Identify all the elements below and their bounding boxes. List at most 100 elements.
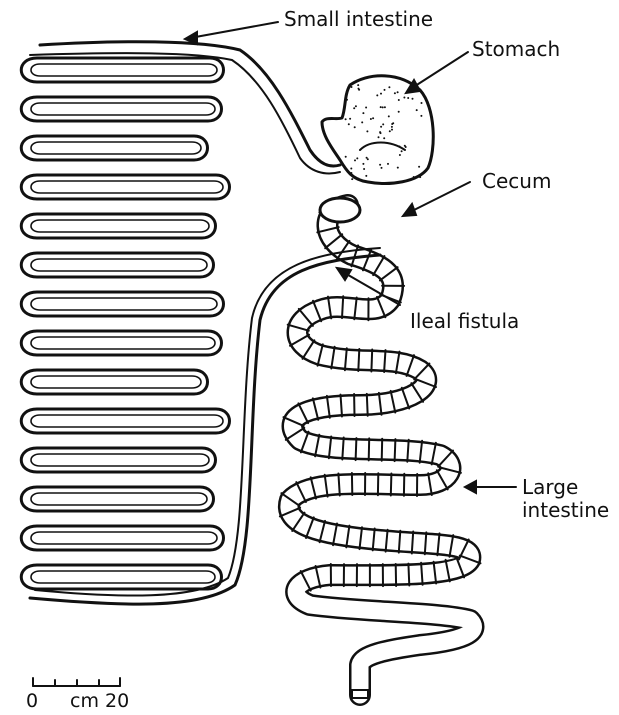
stomach-dot: [366, 130, 368, 132]
coil-loop-inner: [31, 298, 217, 310]
stomach-dot: [391, 126, 393, 128]
stomach-dot: [346, 99, 348, 101]
haustra-segment: [412, 532, 413, 554]
coil-loop-inner: [31, 142, 201, 154]
stomach-dot: [403, 97, 405, 99]
stomach-dot: [379, 164, 381, 166]
coil-loop-inner: [31, 532, 217, 544]
stomach-dot: [380, 126, 382, 128]
rectum-end: [352, 690, 368, 698]
stomach-dot: [351, 178, 353, 180]
haustra-segment: [358, 349, 359, 371]
haustra-segment: [342, 296, 343, 318]
stomach-dot: [392, 122, 394, 124]
stomach-dot: [358, 178, 360, 180]
coil-loop: [21, 253, 213, 277]
stomach-dot: [420, 115, 422, 117]
stomach-dot: [362, 163, 364, 165]
stomach-dot: [361, 121, 363, 123]
stomach-dot: [381, 167, 383, 169]
label-stomach: Stomach: [472, 38, 560, 60]
coil-loop: [21, 409, 229, 433]
stomach-dot: [416, 109, 418, 111]
stomach-dot: [387, 163, 389, 165]
haustra-segment: [367, 394, 368, 416]
coil-loop: [21, 214, 215, 238]
label-small-intestine: Small intestine: [284, 8, 433, 30]
stomach-dot: [397, 91, 399, 93]
stomach-dot: [407, 97, 409, 99]
stomach-dot: [356, 157, 358, 159]
coil-loop: [21, 136, 207, 160]
stomach-dot: [413, 176, 415, 178]
stomach-dot: [357, 84, 359, 86]
scale-bar: [33, 678, 120, 686]
stomach-dot: [401, 150, 403, 152]
stomach-dot: [389, 130, 391, 132]
stomach-dot: [398, 111, 400, 113]
coil-loop-inner: [31, 493, 207, 505]
haustra-segment: [371, 350, 372, 372]
stomach-dot: [399, 154, 401, 156]
haustra-segment: [356, 438, 357, 460]
stomach-dot: [355, 105, 357, 107]
stomach-dot: [404, 145, 406, 147]
stomach-dot: [380, 106, 382, 108]
coil-loop-inner: [31, 454, 209, 466]
coil-loop: [21, 292, 223, 316]
cecum-shape: [320, 198, 360, 222]
coil-loop-inner: [31, 220, 209, 232]
coil-loop-inner: [31, 337, 215, 349]
stomach-dot: [380, 93, 382, 95]
stomach-dot: [372, 117, 374, 119]
haustra-segment: [384, 350, 385, 372]
stomach-dot: [354, 126, 356, 128]
stomach-dot: [388, 86, 390, 88]
stomach-dot: [351, 86, 353, 88]
stomach-dot: [350, 172, 352, 174]
stomach-dot: [419, 176, 421, 178]
stomach-dot: [349, 118, 351, 120]
stomach-dot: [362, 112, 364, 114]
stomach-dot: [394, 92, 396, 94]
haustra-segment: [382, 439, 383, 461]
stomach-dot: [398, 99, 400, 101]
stomach-dot: [348, 123, 350, 125]
coil-loop-inner: [31, 376, 201, 388]
coil-loop: [21, 97, 221, 121]
haustra-segment: [342, 438, 343, 460]
coil-loop-inner: [31, 64, 217, 76]
coil-loop: [21, 565, 221, 589]
scale-start-label: 0: [26, 690, 38, 712]
coil-loop: [21, 370, 207, 394]
stomach-dot: [384, 106, 386, 108]
coil-loop-inner: [31, 571, 215, 583]
stomach-dot: [384, 89, 386, 91]
label-ileal-fistula: Ileal fistula: [410, 310, 519, 332]
stomach-dot: [350, 168, 352, 170]
stomach-dot: [363, 168, 365, 170]
label-cecum: Cecum: [482, 170, 551, 192]
haustra-segment: [369, 438, 370, 460]
stomach-dot: [421, 102, 423, 104]
stomach-dot: [345, 156, 347, 158]
stomach-dot: [391, 129, 393, 131]
stomach-dot: [379, 131, 381, 133]
coil-loop-inner: [31, 181, 223, 193]
coil-loop: [21, 487, 213, 511]
stomach-dot: [366, 157, 368, 159]
stomach-dot: [418, 166, 420, 168]
stomach-dot: [358, 88, 360, 90]
coil-loop: [21, 58, 223, 82]
stomach-dot: [345, 118, 347, 120]
scale-end-label: cm 20: [70, 690, 129, 712]
coil-loop-inner: [31, 259, 207, 271]
coil-loop: [21, 331, 221, 355]
stomach-dot: [365, 107, 367, 109]
coil-loop-inner: [31, 103, 215, 115]
haustra-segment: [407, 440, 408, 462]
stomach-dot: [378, 136, 380, 138]
stomach-dot: [388, 115, 390, 117]
small-intestine-upper-tube-inner: [30, 53, 340, 173]
